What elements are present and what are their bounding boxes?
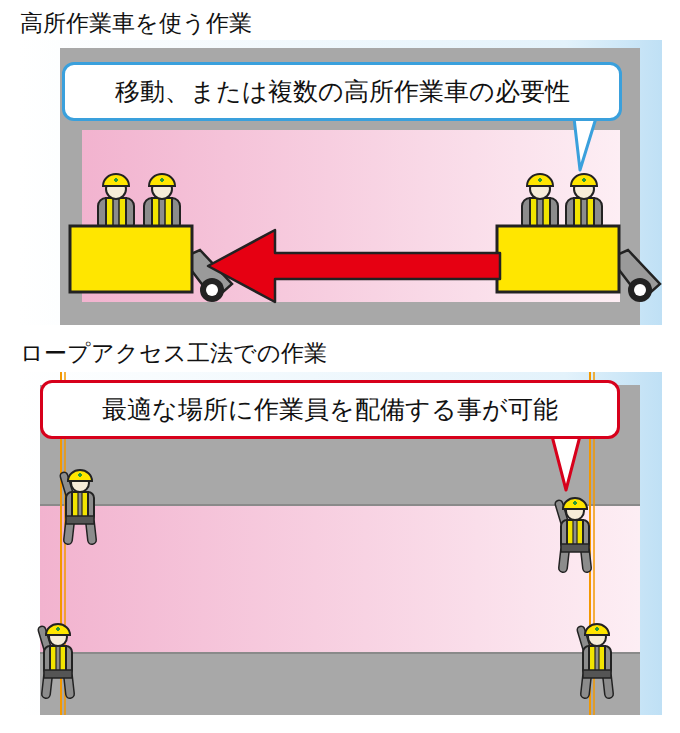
boom-joint	[206, 284, 218, 296]
worker	[566, 174, 602, 232]
sky	[18, 372, 662, 715]
rope-worker	[559, 498, 589, 568]
rope-worker	[42, 624, 72, 694]
floor-edge	[40, 652, 640, 654]
section-heading: 高所作業車を使う作業	[20, 8, 252, 39]
rope-worker	[64, 470, 94, 540]
boom-joint	[200, 278, 224, 302]
worker	[522, 174, 558, 232]
sky	[18, 40, 662, 325]
rope-worker	[581, 624, 611, 694]
callout-bubble: 移動、または複数の高所作業車の必要性	[62, 62, 622, 121]
aerial-platform	[497, 226, 619, 292]
callout-bubble: 最適な場所に作業員を配備する事が可能	[40, 380, 620, 439]
floor-edge	[40, 504, 640, 506]
building-wall	[60, 48, 640, 325]
worker	[98, 174, 134, 232]
callout-tail	[552, 436, 580, 490]
window-band	[40, 505, 640, 653]
worker	[144, 174, 180, 232]
section-heading: ロープアクセス工法での作業	[20, 338, 327, 369]
boom-joint	[634, 284, 646, 296]
aerial-platform	[70, 226, 192, 292]
callout-tail	[574, 118, 596, 170]
callout-text: 最適な場所に作業員を配備する事が可能	[102, 395, 558, 424]
move-arrow	[208, 230, 500, 302]
boom-joint	[628, 278, 652, 302]
callout-text: 移動、または複数の高所作業車の必要性	[115, 77, 570, 106]
